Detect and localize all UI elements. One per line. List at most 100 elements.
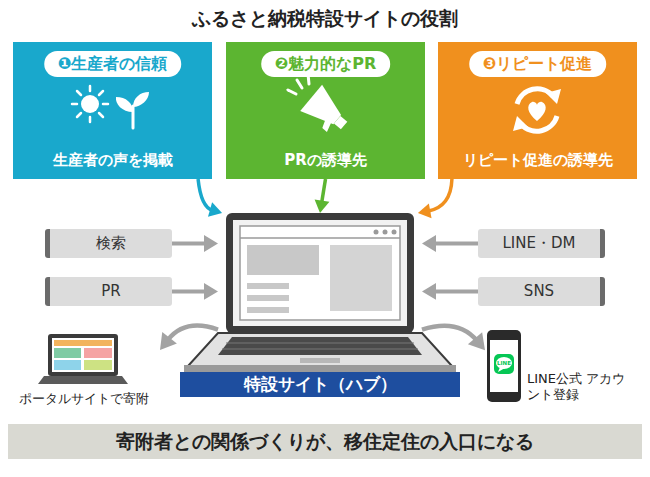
- feature-box: ❶生産者の信頼生産者の声を掲載: [13, 42, 212, 179]
- page-block: [84, 348, 112, 358]
- arrow-head: [204, 235, 218, 252]
- connector-arrow: [172, 235, 218, 252]
- feature-box: ❸リピート促進リピート促進の誘導先: [438, 42, 637, 179]
- cycle-arc: [521, 116, 557, 131]
- browser-dot: [392, 230, 397, 235]
- connector-line: [428, 179, 452, 211]
- arrow-head: [204, 283, 218, 300]
- hub-band: [180, 372, 460, 397]
- keyboard-row: [226, 343, 414, 344]
- page-block: [247, 245, 319, 275]
- hub-text: 特設サイト（ハブ）: [180, 372, 460, 397]
- arrow-head: [208, 202, 222, 216]
- connector-line: [198, 179, 212, 210]
- connector-arrow: [160, 326, 218, 350]
- diagram-title: ふるさと納税特設サイトの役割: [0, 5, 650, 31]
- line-icon: [494, 354, 514, 374]
- source-box: PR: [45, 277, 172, 306]
- laptop-screen: [52, 338, 114, 372]
- source-box: 検索: [45, 229, 172, 258]
- page-block: [54, 360, 81, 370]
- feature-text: 生産者の声を掲載: [13, 150, 212, 170]
- connector-arrow: [418, 179, 452, 218]
- connector-line: [172, 242, 207, 246]
- sprout-leaf: [133, 92, 149, 107]
- cycle-head: [546, 89, 561, 104]
- phone-text: LINE公式 アカウント登録: [527, 371, 627, 403]
- connector-arrow: [198, 179, 222, 217]
- icon-label: LINE: [495, 360, 513, 366]
- message-band: 寄附者との関係づくりが、移住定住の入口になる: [8, 424, 642, 459]
- connector-line: [322, 179, 326, 203]
- browser-window: [240, 226, 400, 320]
- arrow-head: [418, 203, 432, 218]
- connector-line: [433, 289, 478, 293]
- browser-dot: [374, 230, 379, 235]
- arrow-head: [315, 199, 330, 213]
- page-header: [54, 340, 112, 346]
- page-block: [330, 245, 392, 311]
- laptop-base: [188, 333, 452, 366]
- source-box: SNS: [478, 277, 605, 306]
- phone-body: [487, 330, 521, 402]
- connector-line: [168, 326, 218, 341]
- connector-arrow: [315, 179, 330, 213]
- connector-line: [433, 242, 478, 246]
- source-text: LINE・DM: [478, 229, 600, 258]
- connector-arrow: [422, 235, 478, 252]
- connector-arrow: [172, 283, 218, 300]
- feature-heading: ❸リピート促進: [469, 51, 607, 77]
- sun-rays: [72, 86, 108, 122]
- connector-arrow: [422, 283, 478, 300]
- megaphone-bell: [300, 85, 348, 133]
- arrow-head: [160, 332, 177, 350]
- page-line: [247, 283, 289, 289]
- browser-dot: [383, 230, 388, 235]
- smartphone: [487, 330, 521, 402]
- source-text: 検索: [50, 229, 172, 258]
- line-bubble-tail: [498, 367, 505, 372]
- hub-laptop: [180, 213, 460, 397]
- phone-screen: [490, 340, 518, 392]
- page-block: [54, 348, 81, 358]
- laptop-lid: [48, 334, 118, 376]
- connector-line: [172, 289, 207, 293]
- cycle-head: [513, 116, 528, 131]
- laptop-lid: [226, 213, 414, 333]
- sprout-leaf: [116, 97, 133, 112]
- megaphone-grip: [319, 117, 334, 132]
- keyboard-row: [222, 349, 418, 350]
- band-text: 寄附者との関係づくりが、移住定住の入口になる: [8, 424, 642, 459]
- laptop-lip: [184, 365, 456, 372]
- heart: [528, 102, 545, 121]
- portal-laptop: [38, 334, 128, 384]
- megaphone-mouth: [334, 116, 347, 129]
- source-text: SNS: [478, 277, 600, 306]
- line-bubble: [496, 357, 512, 369]
- keyboard: [218, 337, 422, 355]
- portal-laptop: ポータルサイトで寄附: [8, 332, 160, 410]
- feature-box: ❷魅力的なPR PRの誘導先: [226, 42, 425, 179]
- cycle-arc: [517, 89, 553, 104]
- hub-laptop: 特設サイト（ハブ）: [218, 213, 422, 398]
- arrow-head: [422, 235, 436, 252]
- feature-text: PRの誘導先: [226, 150, 425, 170]
- feature-text: リピート促進の誘導先: [438, 150, 637, 170]
- sun: [81, 95, 99, 113]
- laptop-screen: [233, 220, 407, 326]
- page-block: [84, 360, 112, 370]
- sound-lines: [288, 74, 309, 94]
- browser-bar: [240, 237, 400, 239]
- page-line: [247, 307, 289, 313]
- source-box: LINE・DM: [478, 229, 605, 258]
- feature-heading: ❶生産者の信頼: [44, 51, 182, 77]
- portal-text: ポータルサイトで寄附: [8, 390, 160, 407]
- page-line: [247, 295, 289, 301]
- connector-arrow: [422, 326, 485, 350]
- feature-heading: ❷魅力的なPR: [261, 51, 391, 77]
- megaphone-icon: [288, 74, 355, 139]
- repeat-icon: [513, 89, 561, 131]
- sun-sprout-icon: [72, 86, 149, 128]
- sprout-stem: [132, 106, 135, 128]
- source-text: PR: [50, 277, 172, 306]
